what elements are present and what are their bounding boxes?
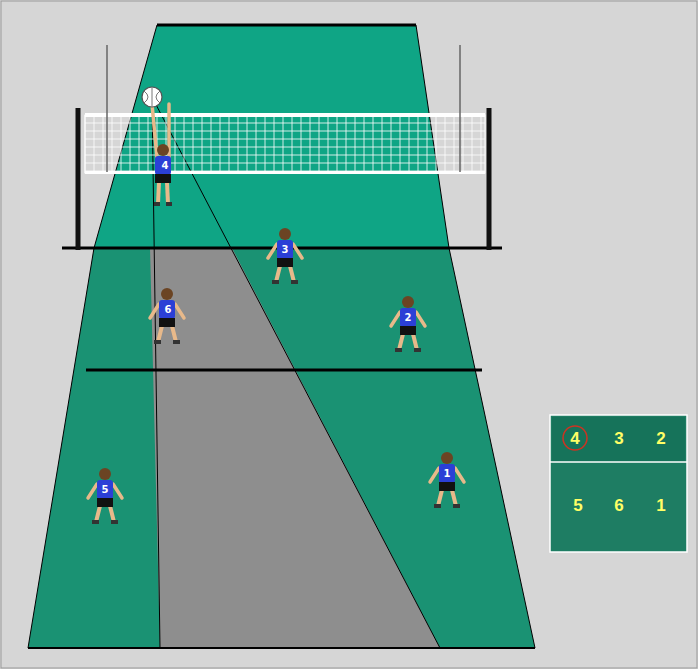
net-post <box>487 108 492 250</box>
table-cell: 5 <box>573 497 582 514</box>
table-cell: 4 <box>570 430 579 447</box>
jersey-number: 5 <box>102 485 109 495</box>
jersey-number: 4 <box>162 161 169 171</box>
antenna <box>459 45 461 172</box>
table-cell: 6 <box>614 497 623 514</box>
jersey-number: 1 <box>444 469 451 479</box>
player-figure <box>391 296 425 352</box>
shadow-line <box>152 97 440 648</box>
player-figure <box>88 468 122 524</box>
far-court <box>94 25 449 248</box>
player-figure <box>268 228 302 284</box>
end-line <box>157 24 416 27</box>
side-line <box>94 25 157 248</box>
side-line <box>416 25 449 248</box>
ball <box>142 87 162 107</box>
antenna <box>106 45 108 172</box>
player-figure <box>152 104 172 206</box>
net-post <box>76 108 81 250</box>
net <box>85 113 485 174</box>
attack-line <box>86 369 482 372</box>
table-cell: 2 <box>656 430 665 447</box>
block-shadow <box>150 248 440 648</box>
table-cell: 3 <box>614 430 623 447</box>
near-court <box>28 248 535 648</box>
jersey-number: 3 <box>282 245 289 255</box>
table-cell: 1 <box>656 497 665 514</box>
player-figure <box>430 452 464 508</box>
jersey-number: 6 <box>165 305 172 315</box>
end-line <box>28 647 535 649</box>
highlight-circle <box>563 426 587 450</box>
player-figure <box>150 288 184 344</box>
jersey-number: 2 <box>405 313 412 323</box>
rotation-table <box>550 415 687 552</box>
